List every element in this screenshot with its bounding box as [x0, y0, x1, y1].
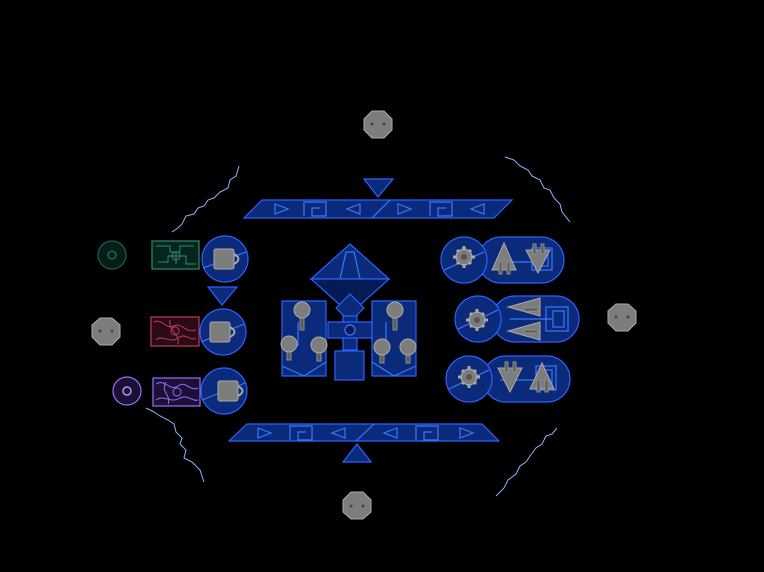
purple-ring[interactable]: [112, 376, 142, 406]
bottom-conveyor: [227, 423, 501, 442]
outer-node-top[interactable]: [363, 110, 393, 139]
bottom-arrow-indicator[interactable]: [341, 443, 373, 463]
left-arrow-indicator[interactable]: [206, 286, 239, 306]
outer-node-bottom[interactable]: [342, 491, 372, 520]
green-puzzle-panel[interactable]: [151, 240, 200, 270]
gear-icon: [453, 246, 475, 268]
top-arrow-indicator[interactable]: [362, 178, 395, 198]
arrow-icon: [491, 241, 551, 275]
red-puzzle-panel[interactable]: [150, 316, 200, 347]
cup-slot-1[interactable]: [201, 235, 249, 283]
machine-pins: [280, 301, 417, 364]
central-machine[interactable]: [281, 243, 417, 381]
outer-node-left[interactable]: [91, 317, 121, 346]
cup-slot-3[interactable]: [200, 367, 248, 415]
top-conveyor: [242, 199, 514, 219]
arrow-icon: [497, 361, 555, 394]
outer-node-right[interactable]: [607, 303, 637, 332]
purple-puzzle-panel[interactable]: [152, 377, 201, 407]
cup-slot-2[interactable]: [199, 308, 247, 356]
green-ring[interactable]: [97, 240, 127, 270]
energy-cracks: [145, 156, 571, 497]
gear-icon: [458, 366, 480, 388]
arrow-icon: [506, 297, 541, 341]
gear-icon: [466, 309, 488, 331]
